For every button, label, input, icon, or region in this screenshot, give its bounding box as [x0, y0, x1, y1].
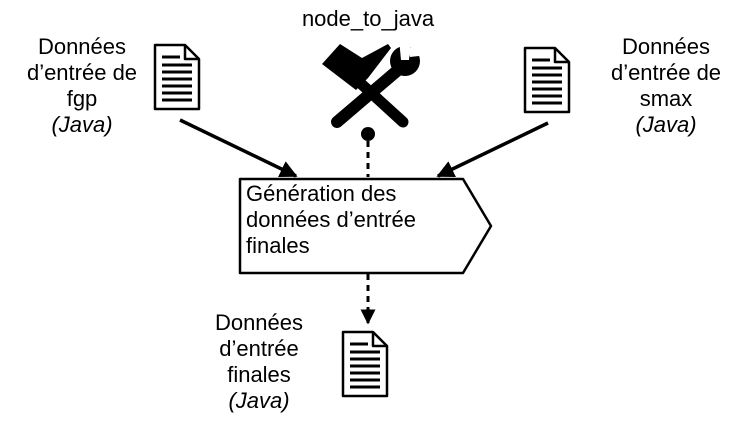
input-arrow-smax: [436, 121, 549, 178]
tool-connector-dot: [361, 127, 375, 141]
document-icon: [523, 46, 571, 114]
input-label-fgp: Données d’entrée de fgp (Java): [26, 34, 138, 137]
document-icon: [341, 330, 389, 398]
tool-label: node_to_java: [301, 6, 435, 31]
input-label-smax: Données d’entrée de smax (Java): [610, 34, 722, 137]
process-box: [238, 177, 493, 275]
output-label: Données d’entrée finales (Java): [214, 310, 304, 413]
process-label: Génération des données d’entrée finales: [246, 181, 417, 258]
hammer-wrench-icon: [322, 39, 430, 128]
document-icon: [153, 43, 201, 111]
input-arrow-fgp: [179, 118, 298, 178]
